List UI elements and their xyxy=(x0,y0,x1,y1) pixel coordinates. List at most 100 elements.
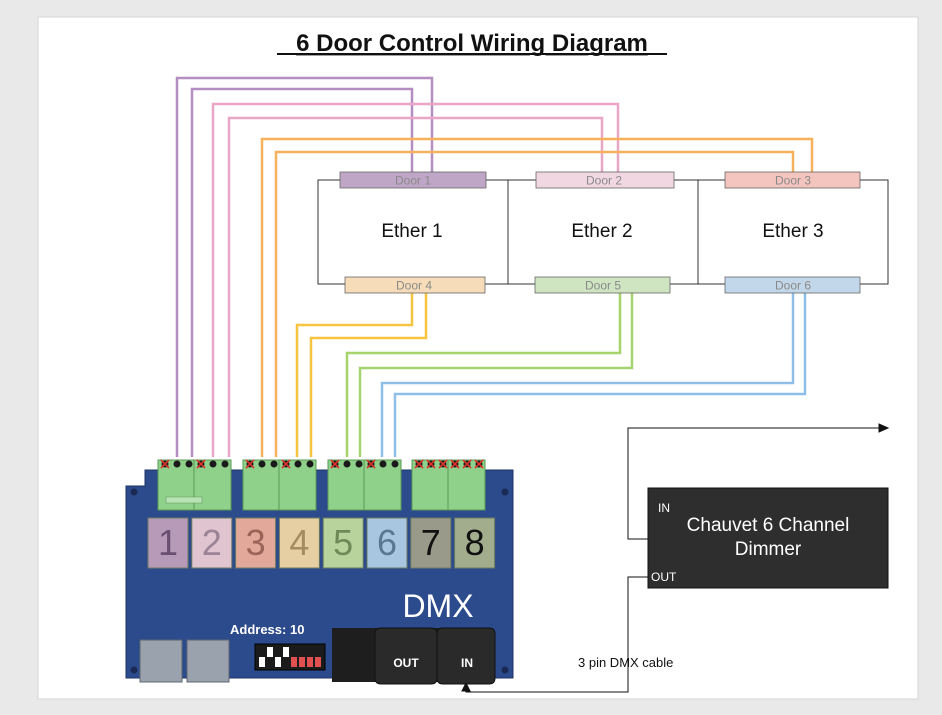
channel-number-2: 2 xyxy=(202,522,222,563)
door-2-label: Door 2 xyxy=(586,174,622,188)
terminal-screw-icon xyxy=(294,460,302,468)
address-label: Address: 10 xyxy=(230,622,304,637)
wire-door-3-a xyxy=(260,137,814,457)
door-1-tag xyxy=(339,171,487,189)
channel-number-6: 6 xyxy=(377,522,397,563)
terminal-screw-icon xyxy=(343,460,351,468)
rj45-port-2 xyxy=(186,639,230,683)
door-1-label: Door 1 xyxy=(395,174,431,188)
xlr-out-label: OUT xyxy=(393,656,419,670)
wire-door-2-b xyxy=(227,116,604,457)
unused-terminal-x-icon xyxy=(245,459,255,469)
wire-group xyxy=(175,76,814,457)
dip-toggle[interactable] xyxy=(307,657,313,667)
channel-number-7: 7 xyxy=(421,522,441,563)
terminal-block-3 xyxy=(327,459,402,511)
arrow-up-icon xyxy=(461,681,471,692)
rj45-port-1 xyxy=(139,639,183,683)
door-5-label: Door 5 xyxy=(585,279,621,293)
channel-number-1: 1 xyxy=(158,522,178,563)
unused-terminal-x-icon xyxy=(160,459,170,469)
door-3-tag xyxy=(724,171,861,189)
door-3-label: Door 3 xyxy=(775,174,811,188)
channel-number-5: 5 xyxy=(333,522,353,563)
unused-terminal-x-icon xyxy=(414,459,424,469)
door-tags: Door 1 Door 2 Door 3 Door 4 Door 5 Door … xyxy=(339,171,861,294)
ether-3-label: Ether 3 xyxy=(762,221,823,242)
dip-toggle[interactable] xyxy=(299,657,305,667)
terminal-screws xyxy=(160,459,484,469)
channel-relay-4 xyxy=(278,517,320,569)
xlr-in-label: IN xyxy=(461,656,473,670)
wire-door-5-a xyxy=(345,284,622,457)
cable-label: 3 pin DMX cable xyxy=(578,655,673,670)
terminal-screw-icon xyxy=(185,460,193,468)
dip-switch-toggles xyxy=(259,647,321,667)
wire-door-4-b xyxy=(309,284,428,457)
channel-relay-2 xyxy=(191,517,233,569)
terminal-screw-icon xyxy=(270,460,278,468)
ether-panel: Ether 1 Ether 2 Ether 3 xyxy=(317,179,889,285)
wire-door-1-a xyxy=(175,76,434,457)
diagram-title: 6 Door Control Wiring Diagram xyxy=(296,30,648,57)
mount-hole-icon xyxy=(501,666,509,674)
door-5-tag xyxy=(534,276,671,294)
mount-hole-icon xyxy=(130,488,138,496)
wire-door-5-b xyxy=(358,284,634,457)
terminal-screw-icon xyxy=(391,460,399,468)
terminal-screw-icon xyxy=(355,460,363,468)
terminal-screw-icon xyxy=(258,460,266,468)
terminal-screw-icon xyxy=(379,460,387,468)
wire-door-4-a xyxy=(295,284,414,457)
unused-terminal-x-icon xyxy=(438,459,448,469)
wire-door-3-b xyxy=(274,150,795,457)
dip-toggle[interactable] xyxy=(283,647,289,657)
door-6-label: Door 6 xyxy=(775,279,811,293)
wire-door-1-b xyxy=(190,87,414,457)
dip-switch[interactable] xyxy=(254,643,326,671)
door-4-tag xyxy=(344,276,486,294)
unused-terminal-x-icon xyxy=(426,459,436,469)
terminal-block-1 xyxy=(157,459,232,511)
unused-terminal-x-icon xyxy=(196,459,206,469)
wire-door-6-a xyxy=(380,284,795,457)
xlr-in-connector[interactable] xyxy=(436,627,496,685)
channel-relay-5 xyxy=(322,517,364,569)
channel-number-8: 8 xyxy=(465,522,485,563)
channel-relay-6 xyxy=(366,517,408,569)
channel-relay-1 xyxy=(147,517,189,569)
unused-terminal-x-icon xyxy=(450,459,460,469)
channel-number-4: 4 xyxy=(289,522,309,563)
terminal-screw-icon xyxy=(209,460,217,468)
mount-hole-icon xyxy=(130,666,138,674)
dimmer-unit: IN OUT Chauvet 6 Channel Dimmer xyxy=(647,487,889,589)
dip-toggle[interactable] xyxy=(267,647,273,657)
channel-number-3: 3 xyxy=(246,522,266,563)
dimmer-in-label: IN xyxy=(658,501,670,515)
dimmer-title-line-2: Dimmer xyxy=(735,539,802,560)
ether-2-label: Ether 2 xyxy=(571,221,632,242)
door-4-label: Door 4 xyxy=(396,279,432,293)
terminal-screw-icon xyxy=(173,460,181,468)
wire-door-6-b xyxy=(393,284,807,457)
dip-toggle[interactable] xyxy=(315,657,321,667)
terminal-screw-icon xyxy=(306,460,314,468)
unused-terminal-x-icon xyxy=(330,459,340,469)
terminal-screw-icon xyxy=(221,460,229,468)
dimmer-out-label: OUT xyxy=(651,570,677,584)
terminal-block-2 xyxy=(242,459,317,511)
dip-toggle[interactable] xyxy=(275,657,281,667)
arrow-right-icon xyxy=(878,423,890,433)
unused-terminal-x-icon xyxy=(281,459,291,469)
dip-toggle[interactable] xyxy=(291,657,297,667)
wire-door-2-a xyxy=(211,102,620,457)
dimmer-box xyxy=(647,487,889,589)
dimmer-title-line-1: Chauvet 6 Channel xyxy=(687,515,850,536)
dmx-cables xyxy=(461,423,890,693)
channel-relay-3 xyxy=(235,517,277,569)
dip-toggle[interactable] xyxy=(259,657,265,667)
door-2-tag xyxy=(535,171,675,189)
door-6-tag xyxy=(724,276,861,294)
